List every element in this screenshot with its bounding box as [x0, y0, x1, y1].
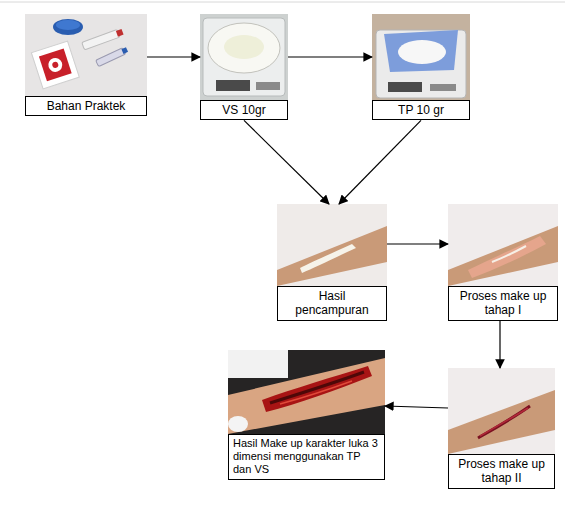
step-label: VS 10gr	[200, 100, 288, 120]
photo-step-box: Hasil Make up karakter luka 3 dimensi me…	[228, 350, 385, 480]
photo-step-box: Proses make up tahap II	[448, 368, 555, 489]
scan-border	[0, 2, 565, 3]
flow-arrow	[499, 321, 500, 368]
flow-arrow	[147, 56, 200, 57]
flow-arrow	[339, 120, 421, 204]
photo-step-box: VS 10gr	[200, 14, 288, 120]
photo-step-box: TP 10 gr	[372, 14, 470, 120]
arm-stage-two-photo	[448, 368, 555, 454]
flow-arrow	[387, 243, 448, 244]
photo-step-box: Proses make up tahap I	[448, 204, 558, 321]
flow-arrow	[244, 120, 329, 204]
materials-photo	[25, 14, 147, 96]
step-label: Proses make up tahap I	[448, 286, 558, 321]
step-label: Bahan Praktek	[25, 96, 147, 116]
photo-step-box: Bahan Praktek	[25, 14, 147, 116]
step-label: Proses make up tahap II	[448, 454, 555, 489]
photo-step-box: Hasil pencampuran	[277, 204, 387, 321]
flow-arrow	[288, 56, 372, 57]
step-label: Hasil Make up karakter luka 3 dimensi me…	[228, 434, 385, 480]
arm-stage-one-photo	[448, 204, 558, 286]
scale-vaseline-photo	[200, 14, 288, 100]
flow-arrow	[385, 406, 448, 408]
step-label: Hasil pencampuran	[277, 286, 387, 321]
step-label: TP 10 gr	[372, 100, 470, 120]
scale-powder-photo	[372, 14, 470, 100]
mixed-paste-photo	[277, 204, 387, 286]
wound-result-photo	[228, 350, 385, 434]
